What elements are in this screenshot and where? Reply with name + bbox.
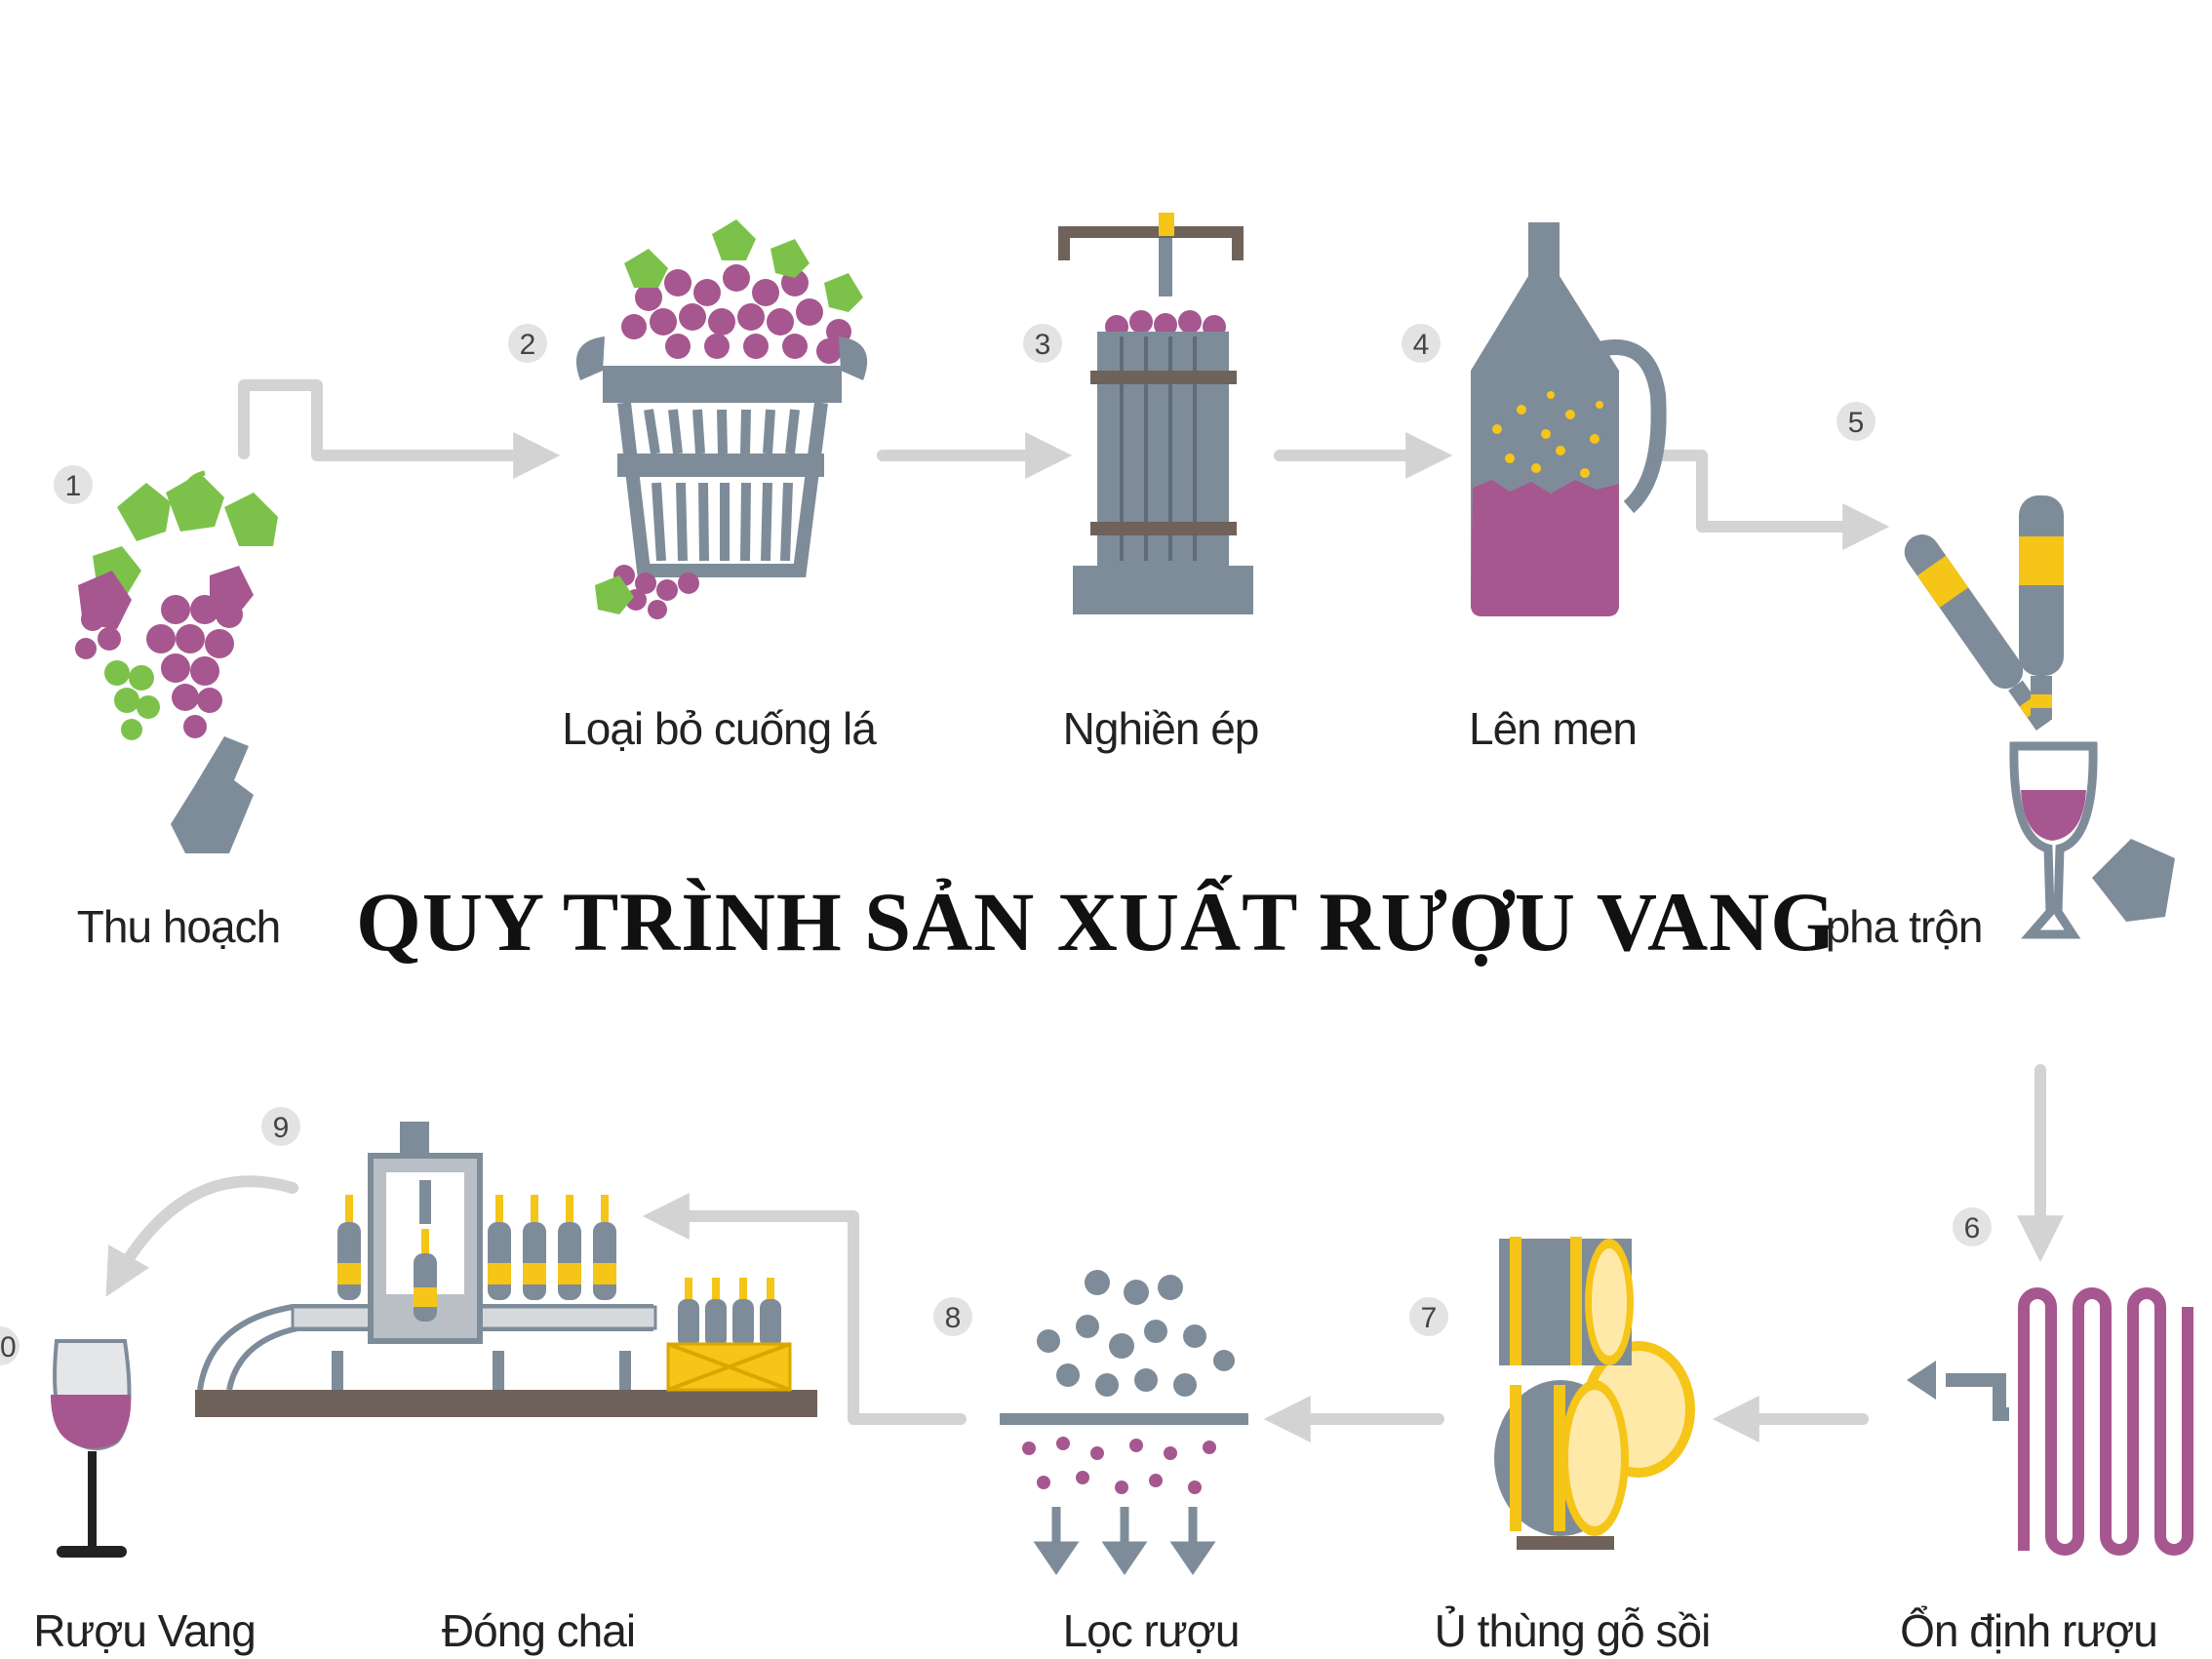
svg-text:2: 2 <box>520 329 536 361</box>
svg-text:8: 8 <box>945 1302 962 1334</box>
badge-6: 6 <box>1953 1207 1992 1246</box>
bottling-line-icon <box>195 1122 817 1417</box>
svg-text:7: 7 <box>1421 1302 1438 1334</box>
badge-7: 7 <box>1409 1297 1448 1336</box>
svg-text:4: 4 <box>1413 329 1430 361</box>
step-label-harvest: Thu hoạch <box>76 901 281 952</box>
badge-8: 8 <box>933 1297 972 1336</box>
badge-1: 1 <box>54 465 93 504</box>
svg-text:5: 5 <box>1848 407 1865 439</box>
badge-10: 10 <box>0 1326 20 1365</box>
step-label-blending: pha trộn <box>1825 901 1984 952</box>
step-label-fermentation: Lên men <box>1468 703 1638 754</box>
svg-text:9: 9 <box>273 1112 290 1144</box>
bottles <box>337 1195 781 1348</box>
step-label-wine: Rượu Vang <box>33 1605 257 1656</box>
svg-text:10: 10 <box>0 1331 17 1363</box>
step-badges: 1 2 3 4 5 6 7 8 9 10 <box>0 324 1992 1365</box>
destemming-basket-icon <box>575 219 868 619</box>
svg-text:6: 6 <box>1964 1212 1981 1244</box>
diagram-title: QUY TRÌNH SẢN XUẤT RƯỢU VANG <box>355 875 1837 968</box>
svg-text:1: 1 <box>65 470 82 502</box>
arrow-4-to-5 <box>1657 450 1890 550</box>
badge-2: 2 <box>508 324 547 363</box>
wine-glass-icon <box>51 1339 132 1558</box>
arrow-9-to-10 <box>105 1175 298 1297</box>
badge-4: 4 <box>1402 324 1441 363</box>
wine-press-icon <box>1058 213 1253 614</box>
svg-text:3: 3 <box>1035 329 1051 361</box>
badge-9: 9 <box>261 1107 300 1146</box>
stabilization-coil-icon <box>1907 1287 2193 1556</box>
badge-3: 3 <box>1023 324 1062 363</box>
oak-barrels-icon <box>1494 1237 1695 1550</box>
arrow-1-to-2 <box>238 379 561 479</box>
step-label-stabilization: Ổn định rượu <box>1900 1605 2158 1656</box>
step-label-destemming: Loại bỏ cuống lá <box>562 703 877 754</box>
filtration-icon <box>1000 1270 1248 1575</box>
step-label-oak-aging: Ủ thùng gỗ sồi <box>1434 1605 1712 1656</box>
flow-arrows <box>105 379 2064 1442</box>
arrow-8-to-9 <box>642 1193 967 1425</box>
blending-bottles-icon <box>1904 495 2175 939</box>
badge-5: 5 <box>1837 402 1876 441</box>
step-label-filtering: Lọc rượu <box>1062 1605 1241 1656</box>
step-label-bottling: Đóng chai <box>441 1605 636 1656</box>
step-label-crushing: Nghiền ép <box>1062 703 1260 754</box>
fermentation-jug-icon <box>1471 222 1667 616</box>
harvest-grapes-icon <box>75 470 278 853</box>
